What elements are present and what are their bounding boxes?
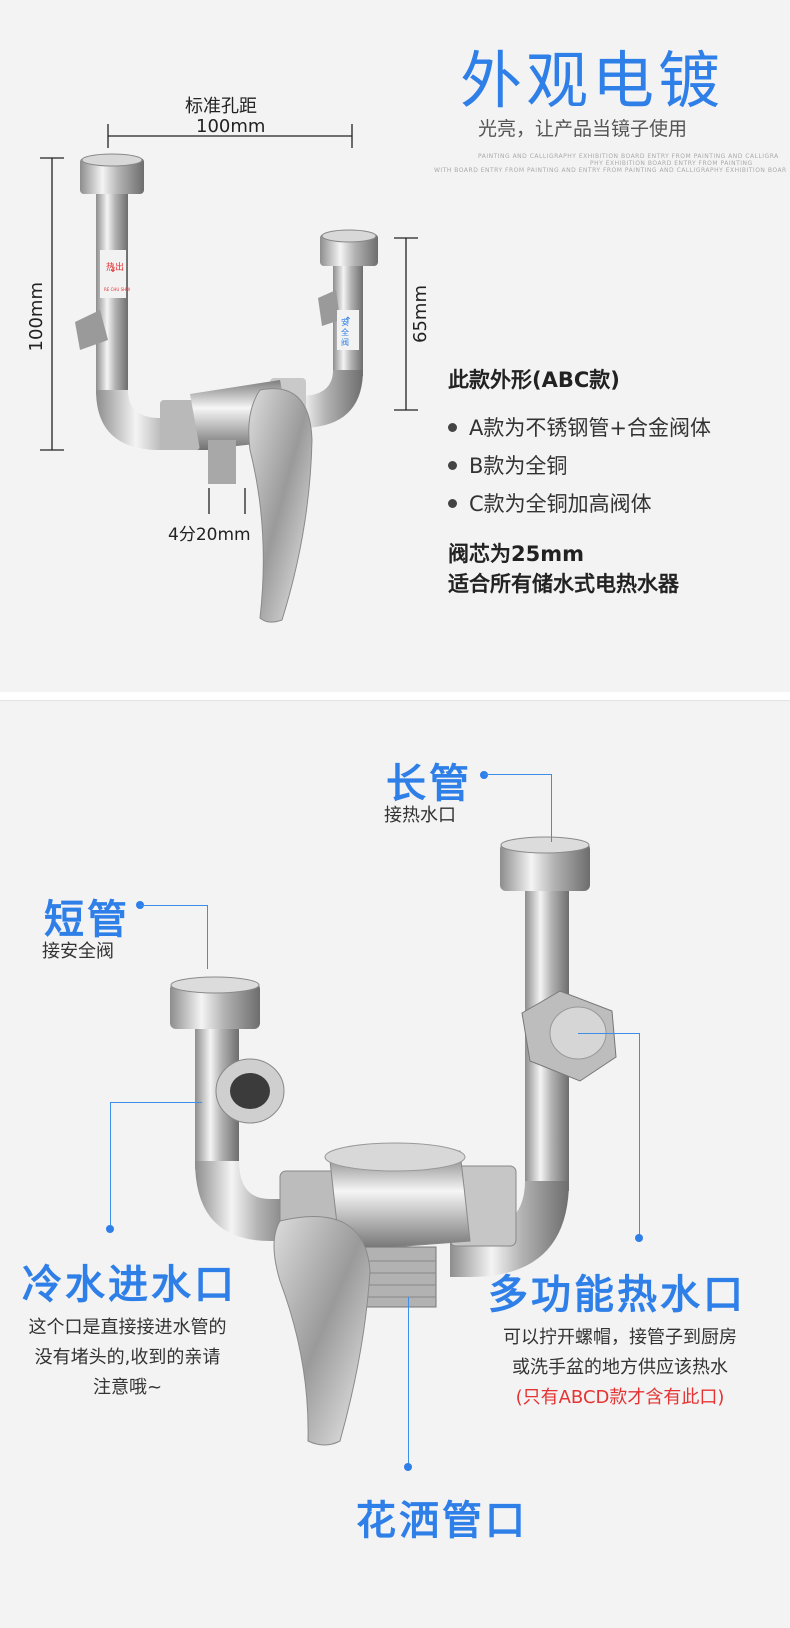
section-divider bbox=[0, 692, 790, 700]
multi-hot-note-2: 或洗手盆的地方供应该热水 bbox=[512, 1357, 728, 1378]
appearance-subheading: 光亮，让产品当镜子使用 bbox=[478, 118, 688, 140]
cold-inlet-note-1: 这个口是直接接进水管的 bbox=[28, 1317, 227, 1338]
multi-hot-title: 多功能热水口 bbox=[488, 1272, 746, 1318]
spec-bullet-a-text: A款为不锈钢管+合金阀体 bbox=[469, 416, 711, 440]
hole-distance-value: 100mm bbox=[196, 116, 266, 137]
valve-core-text: 阀芯为25mm bbox=[448, 542, 584, 566]
spec-bullet-b: B款为全铜 bbox=[448, 450, 567, 480]
long-pipe-callout-line-v bbox=[551, 774, 552, 842]
hot-out-pipe-label: 热出 bbox=[106, 263, 125, 273]
short-pipe-subtitle: 接安全阀 bbox=[42, 941, 114, 962]
cold-inlet-callout-dot bbox=[106, 1225, 114, 1233]
appearance-heading: 外观电镀 bbox=[460, 44, 725, 117]
spec-bullet-a: A款为不锈钢管+合金阀体 bbox=[448, 412, 711, 442]
long-pipe-callout-dot bbox=[480, 771, 488, 779]
cold-inlet-callout-line-v bbox=[110, 1102, 111, 1228]
short-pipe-callout-line-v bbox=[207, 905, 208, 969]
hot-out-pipe-label-en: RE CHU SHUI bbox=[104, 287, 131, 292]
svg-text:↓: ↓ bbox=[109, 264, 117, 275]
decorative-text-1: PAINTING AND CALLIGRAPHY EXHIBITION BOAR… bbox=[478, 153, 779, 160]
short-pipe-title: 短管 bbox=[44, 897, 130, 943]
multi-hot-callout-dot bbox=[635, 1234, 643, 1242]
safety-pipe-label: 安全阀 bbox=[341, 318, 349, 347]
multi-hot-callout-line-h bbox=[578, 1033, 640, 1034]
left-height-dimension-line bbox=[40, 157, 64, 451]
cold-inlet-note-2: 没有堵头的,收到的亲请 bbox=[34, 1347, 221, 1368]
ports-panel: 长管 接热水口 短管 接安全阀 冷水进水口 这个口是直接接进水管的 没有堵头的,… bbox=[0, 700, 790, 1628]
appearance-panel: 外观电镀 光亮，让产品当镜子使用 PAINTING AND CALLIGRAPH… bbox=[0, 0, 790, 695]
shower-outlet-title: 花洒管口 bbox=[356, 1498, 528, 1544]
left-height-label: 100mm bbox=[26, 282, 47, 352]
hole-distance-dimension-line bbox=[107, 124, 353, 148]
shower-callout-line-v bbox=[408, 1297, 409, 1465]
cold-inlet-note-3: 注意哦~ bbox=[92, 1377, 163, 1398]
svg-text:↑: ↑ bbox=[344, 316, 352, 327]
decorative-text-2: PHY EXHIBITION BOARD ENTRY FROM PAINTING bbox=[590, 160, 753, 167]
hole-distance-title: 标准孔距 bbox=[185, 96, 257, 117]
cold-inlet-callout-line-h bbox=[110, 1102, 202, 1103]
shower-callout-dot bbox=[404, 1463, 412, 1471]
bullet-dot bbox=[448, 422, 457, 432]
spec-bullet-b-text: B款为全铜 bbox=[469, 454, 568, 478]
multi-hot-note-red: (只有ABCD款才含有此口) bbox=[515, 1387, 725, 1408]
outlet-size-label: 4分20mm bbox=[168, 525, 251, 545]
long-pipe-title: 长管 bbox=[386, 761, 472, 807]
bullet-dot bbox=[448, 498, 457, 508]
compatibility-text: 适合所有储水式电热水器 bbox=[448, 572, 679, 596]
spec-bullet-c: C款为全铜加高阀体 bbox=[448, 488, 652, 518]
long-pipe-callout-line-h bbox=[484, 774, 552, 775]
right-height-dimension-line bbox=[394, 237, 418, 411]
faucet-ports-image bbox=[170, 836, 617, 1446]
spec-title: 此款外形(ABC款) bbox=[448, 368, 620, 392]
decorative-text-3: WITH BOARD ENTRY FROM PAINTING AND ENTRY… bbox=[434, 167, 787, 174]
outlet-dimension-line bbox=[208, 488, 246, 514]
multi-hot-note-1: 可以拧开螺帽，接管子到厨房 bbox=[503, 1327, 737, 1348]
right-height-label: 65mm bbox=[410, 285, 431, 343]
bullet-dot bbox=[448, 460, 457, 470]
cold-inlet-title: 冷水进水口 bbox=[22, 1262, 237, 1308]
short-pipe-callout-line-h bbox=[140, 905, 208, 906]
faucet-product-image: ↓ ↑ bbox=[75, 153, 378, 623]
long-pipe-subtitle: 接热水口 bbox=[384, 805, 456, 826]
multi-hot-callout-line-v bbox=[639, 1033, 640, 1237]
spec-bullet-c-text: C款为全铜加高阀体 bbox=[469, 492, 652, 516]
